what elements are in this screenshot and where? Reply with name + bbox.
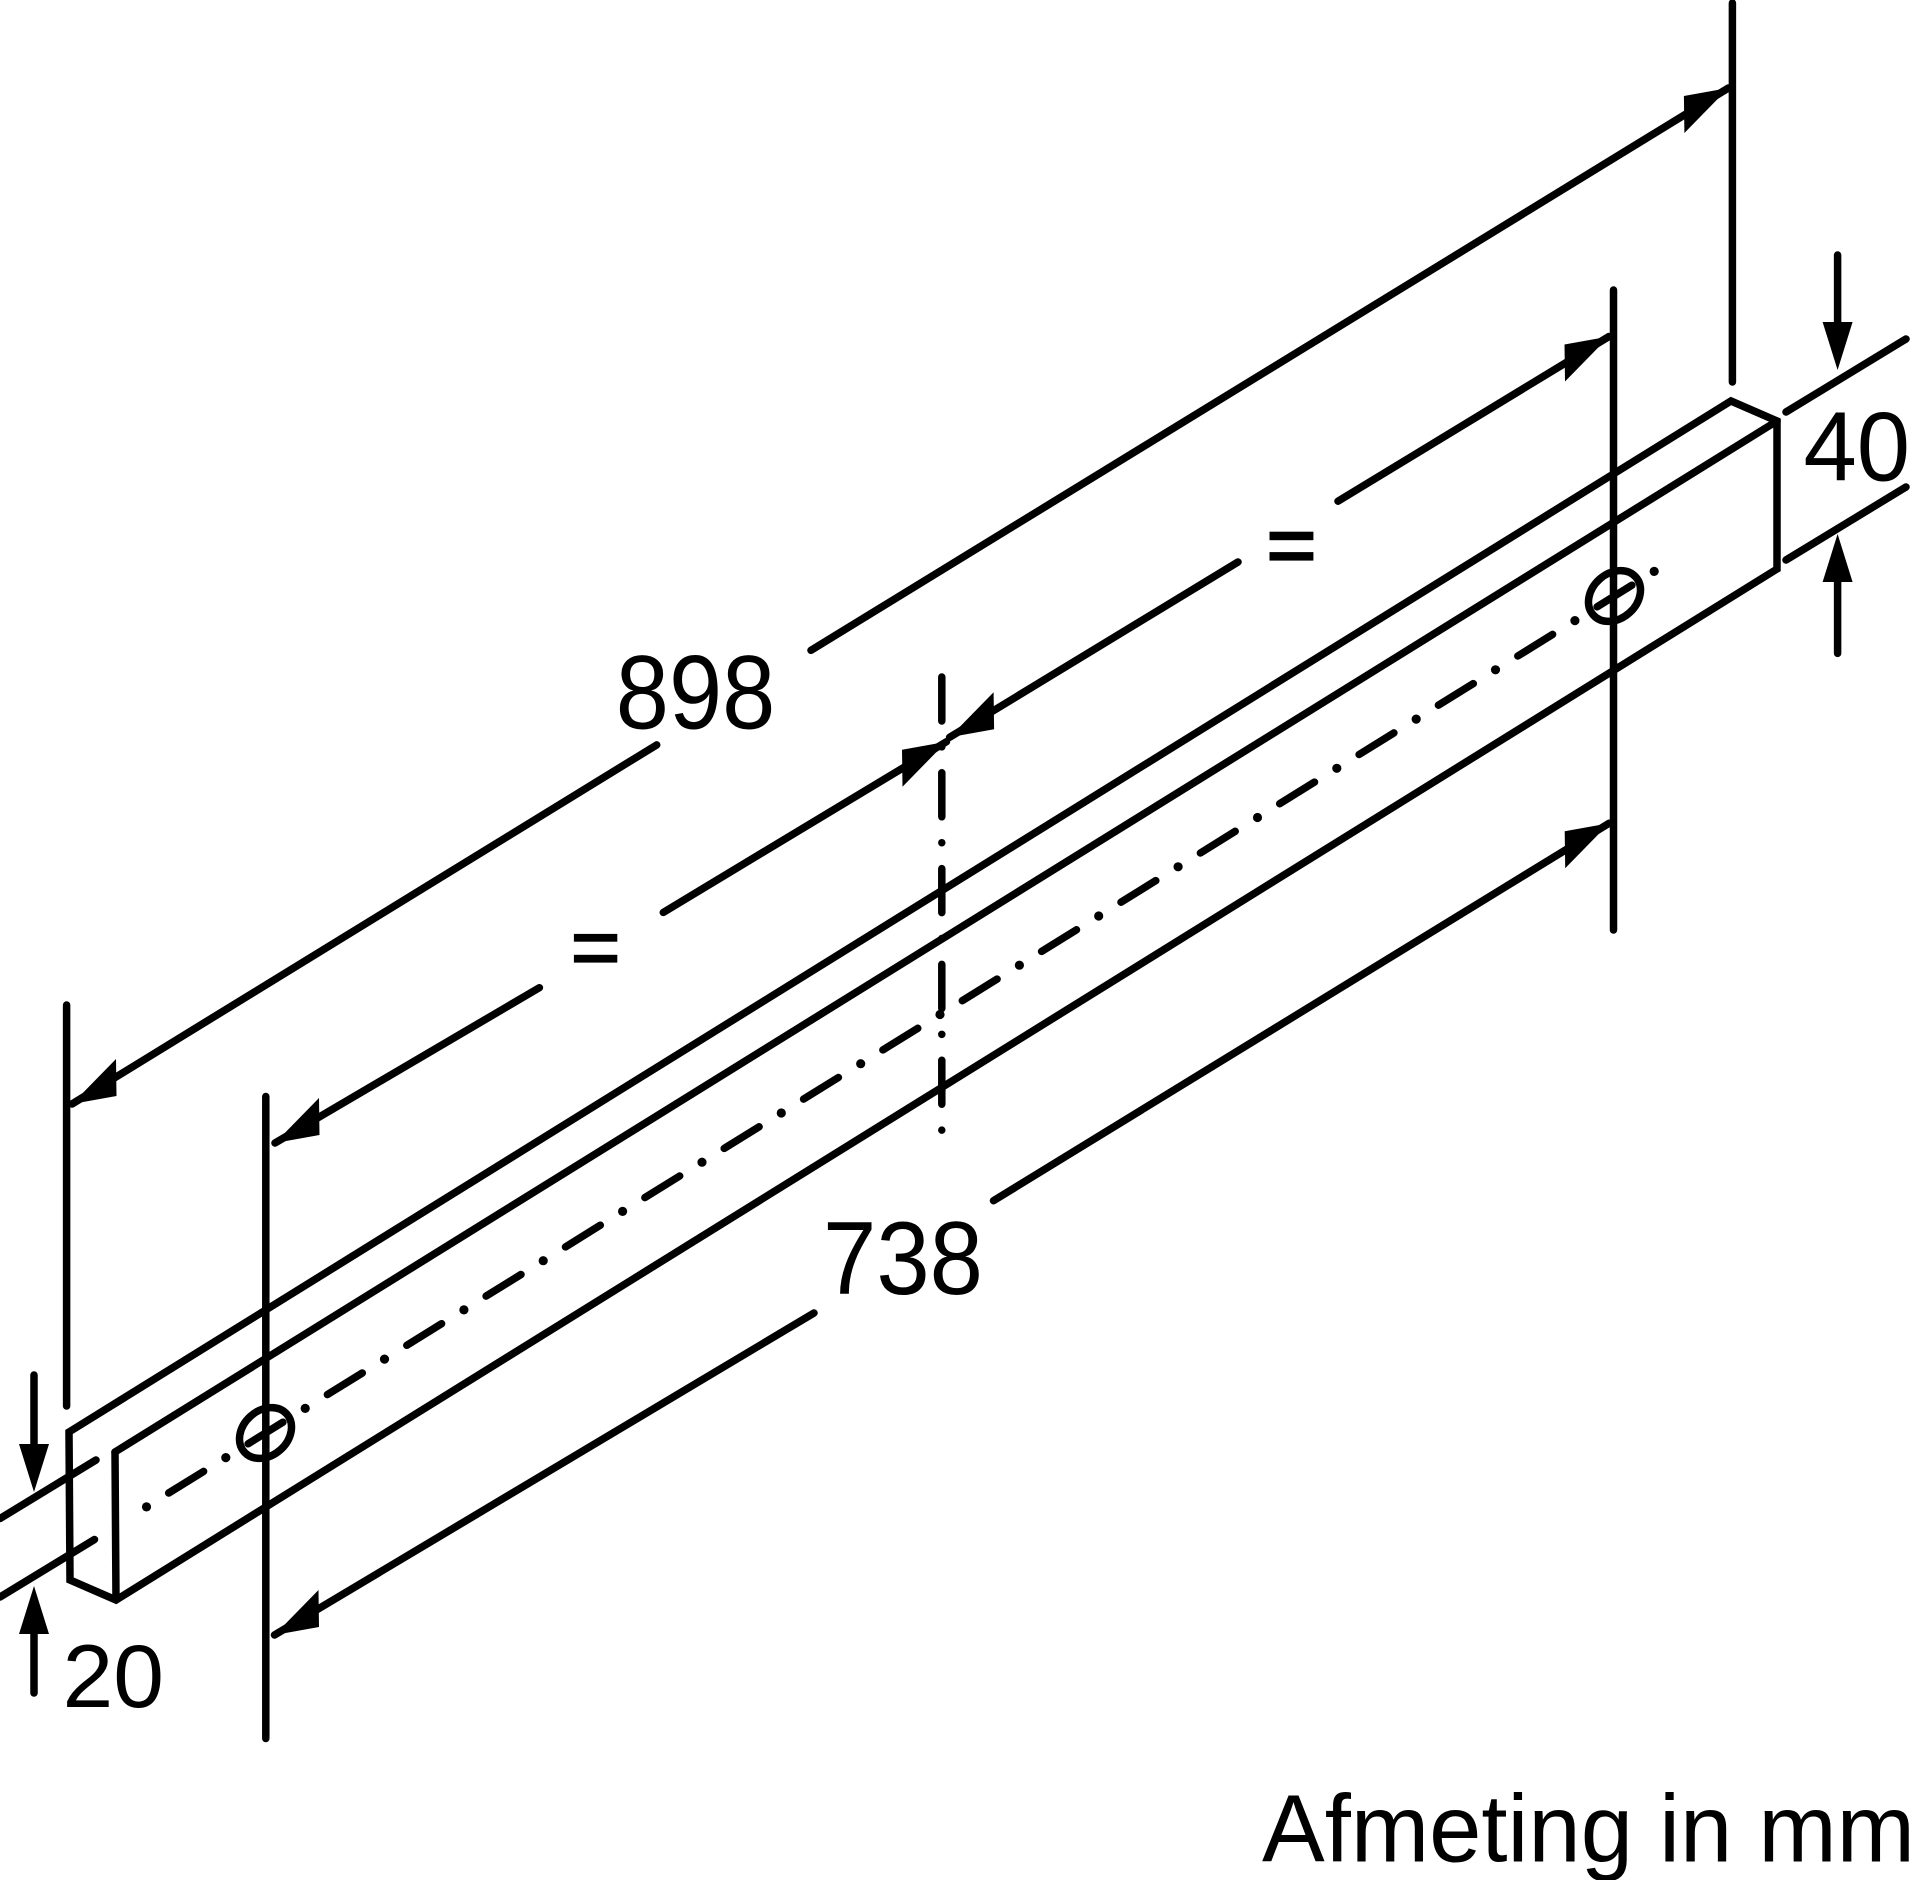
svg-text:20: 20 — [63, 1626, 165, 1726]
svg-text:738: 738 — [823, 1201, 983, 1317]
svg-text:Afmeting in mm: Afmeting in mm — [1262, 1776, 1912, 1880]
svg-text:40: 40 — [1804, 392, 1911, 502]
svg-text:898: 898 — [616, 634, 776, 751]
